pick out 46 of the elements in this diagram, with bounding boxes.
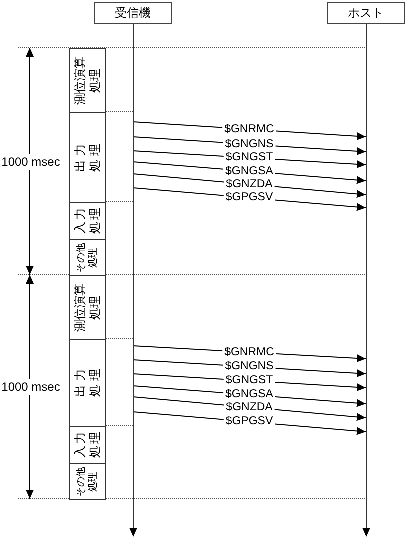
participant-label: ホスト: [348, 6, 384, 20]
process-label: 出力処理: [72, 138, 102, 174]
participant-box: [327, 2, 405, 24]
process-label: その他処理: [76, 466, 100, 498]
message-arrow: [132, 346, 366, 362]
edge-label: $GPGSV: [224, 416, 274, 428]
process-block: [69, 48, 106, 113]
process-block: [69, 112, 106, 203]
message-arrow: [132, 122, 366, 140]
edge-label: $GNGNS: [224, 360, 275, 374]
edge-label: $GNGNS: [224, 138, 275, 151]
message-arrow: [132, 136, 366, 156]
process-label: その他処理: [76, 242, 100, 274]
edge-label: $GNZDA: [225, 401, 274, 414]
message-arrow: [132, 150, 366, 168]
message-arrow: [132, 188, 366, 212]
message-arrow: [132, 360, 366, 378]
dimension-label: 1000 msec: [2, 155, 60, 169]
process-label: 出力処理: [72, 364, 102, 399]
process-block: [69, 339, 106, 427]
edge-label: $GNGST: [224, 152, 274, 164]
edge-label: $GNGSA: [224, 388, 274, 402]
edge-label: $GNGST: [224, 374, 274, 388]
message-arrow: [132, 374, 366, 392]
participant-label: 受信機: [115, 6, 151, 20]
edge-label: $GNZDA: [225, 178, 274, 191]
process-label: 測位演算処理: [72, 56, 102, 106]
process-label: 入力処理: [72, 205, 102, 236]
message-arrow: [132, 412, 366, 436]
dimension-label: 1000 msec: [2, 380, 60, 394]
participant-box: [94, 2, 172, 24]
edge-label: $GPGSV: [224, 192, 274, 204]
message-arrow: [132, 396, 366, 422]
process-label: 入力処理: [72, 429, 102, 460]
edge-label: $GNRMC: [224, 346, 276, 359]
message-arrow: [132, 386, 366, 408]
edge-label: $GNGSA: [224, 165, 274, 178]
message-arrow: [132, 162, 366, 184]
lifeline: [128, 24, 138, 537]
process-block: [69, 275, 106, 340]
edge-label: $GNRMC: [224, 123, 276, 136]
message-arrow: [132, 174, 366, 198]
process-label: 測位演算処理: [72, 282, 102, 334]
lifeline: [362, 24, 370, 537]
process-block: [69, 239, 106, 276]
process-block: [69, 463, 106, 500]
